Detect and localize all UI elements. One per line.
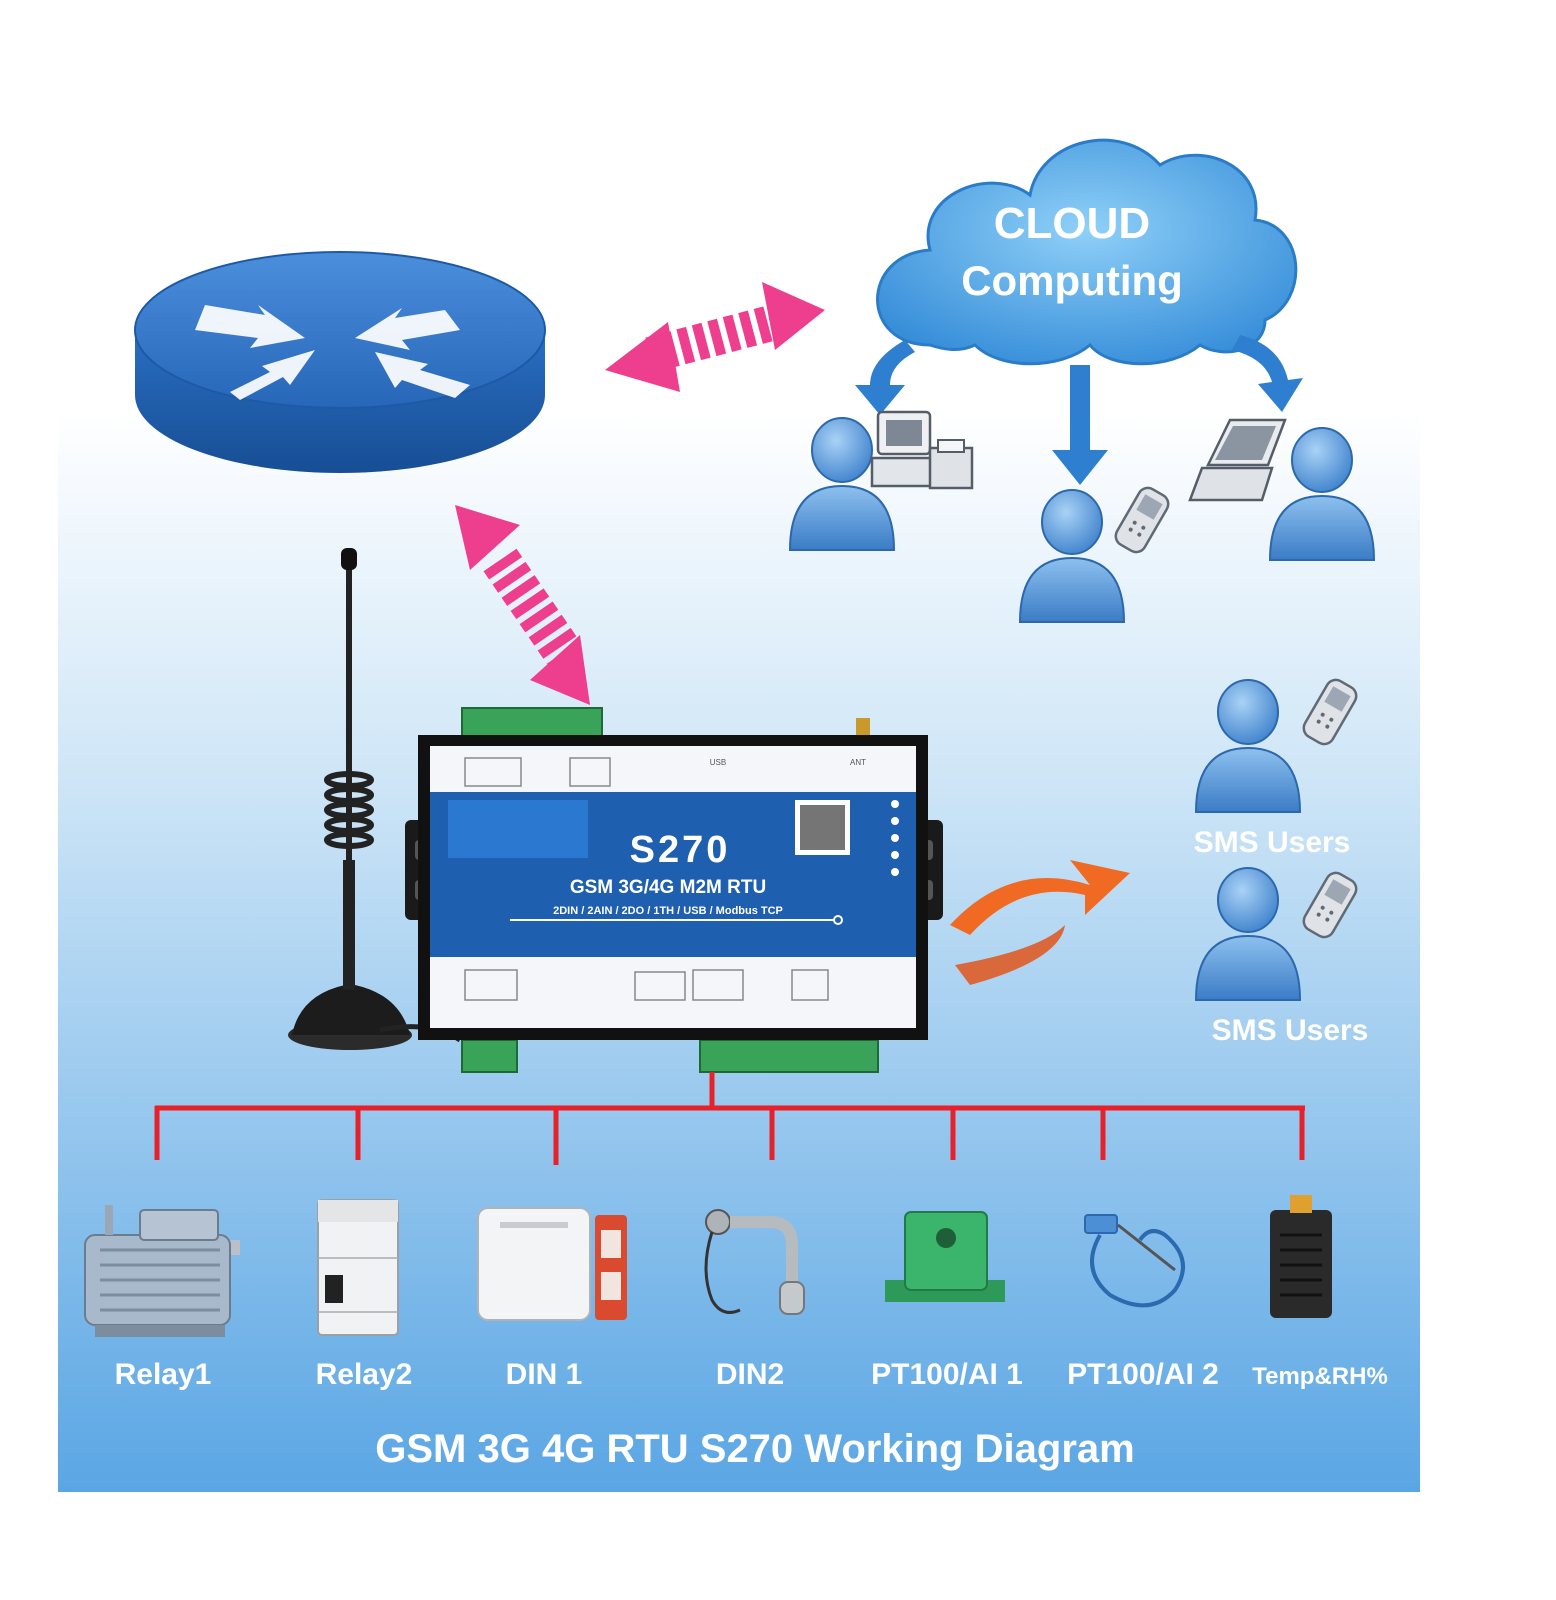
float-switch-icon: [704, 1209, 805, 1315]
temperature-probe-icon: [1084, 1214, 1185, 1308]
door-sensor-icon: [477, 1207, 627, 1321]
antenna-port-label: ANT: [850, 758, 866, 767]
humidity-sensor-icon: [1270, 1195, 1332, 1318]
cloud-icon: [876, 138, 1298, 366]
circuit-breaker-icon: [317, 1199, 399, 1336]
peripheral-label-relay2: Relay2: [316, 1358, 413, 1391]
device-features: 2DIN / 2AIN / 2DO / 1TH / USB / Modbus T…: [553, 905, 783, 917]
motor-icon: [84, 1205, 240, 1337]
router-cloud-arrow: [605, 282, 825, 392]
io-bus-lines: [154, 1072, 1305, 1165]
peripheral-label-pt100-ai2: PT100/AI 2: [1067, 1358, 1219, 1391]
device-subtitle: GSM 3G/4G M2M RTU: [570, 877, 766, 898]
sms-users-label-2: SMS Users: [1212, 1014, 1369, 1047]
peripheral-label-din1: DIN 1: [506, 1358, 583, 1391]
rtu-device: [405, 707, 943, 1073]
sms-users-label-1: SMS Users: [1194, 826, 1351, 859]
antenna-icon: [288, 548, 462, 1050]
peripheral-label-temp-rh: Temp&RH%: [1252, 1363, 1388, 1390]
router-device-arrow: [455, 505, 590, 705]
user-computer-icon: [789, 410, 974, 551]
peripheral-label-din2: DIN2: [716, 1358, 784, 1391]
sms-arrow: [950, 860, 1130, 985]
current-sensor-icon: [885, 1211, 1005, 1302]
router-icon: [134, 251, 546, 473]
cloud-down-arrows: [855, 335, 1303, 485]
device-model: S270: [630, 829, 731, 871]
peripheral-label-pt100-ai1: PT100/AI 1: [871, 1358, 1023, 1391]
cloud-title: CLOUD: [994, 199, 1150, 248]
user-laptop-icon: [1188, 418, 1375, 561]
diagram-caption: GSM 3G 4G RTU S270 Working Diagram: [375, 1427, 1134, 1471]
peripheral-label-relay1: Relay1: [115, 1358, 212, 1391]
usb-port-label: USB: [710, 758, 726, 767]
cloud-subtitle: Computing: [961, 257, 1183, 304]
